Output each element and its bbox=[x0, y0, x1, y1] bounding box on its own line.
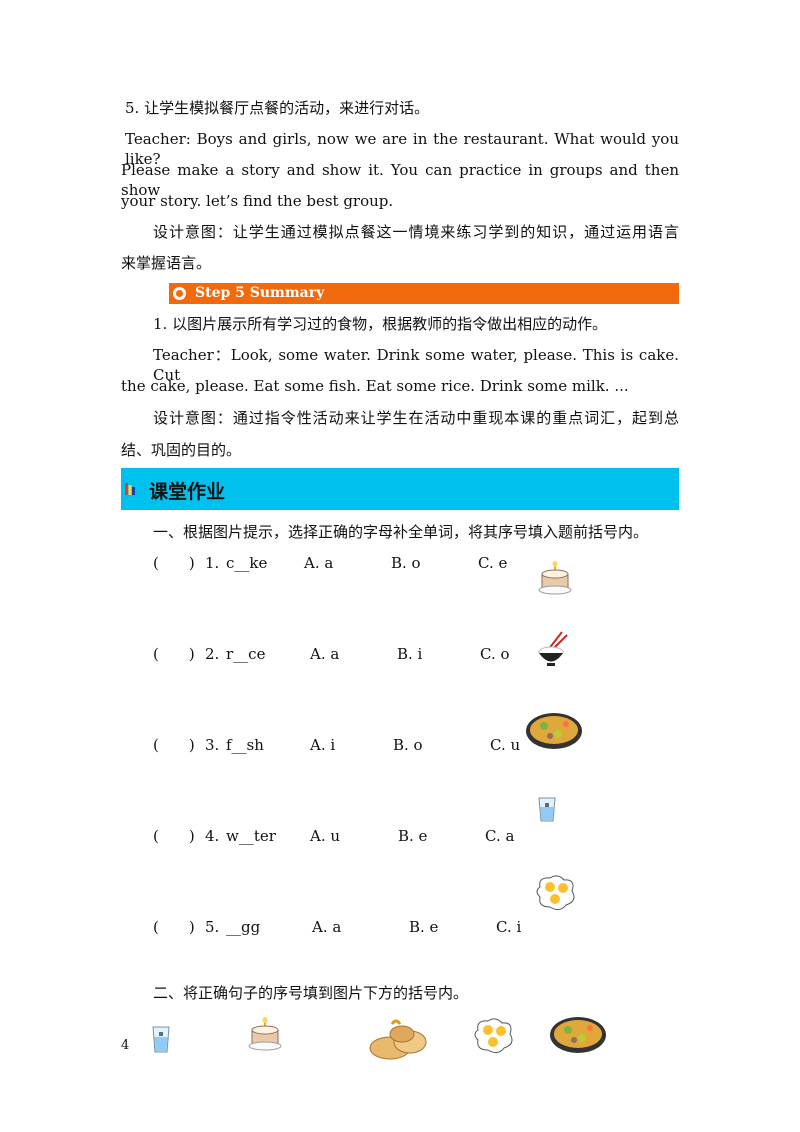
teacher-line-2: Please make a story and show it. You can… bbox=[121, 161, 679, 199]
rice-bowl-icon bbox=[538, 631, 568, 666]
fish-dish-icon bbox=[550, 1017, 606, 1053]
option-c: C. o bbox=[480, 645, 510, 663]
summary-item-1: 1. 以图片展示所有学习过的食物，根据教师的指令做出相应的动作。 bbox=[153, 315, 608, 333]
option-b: B. e bbox=[409, 918, 439, 936]
answer-bracket[interactable]: ( ) bbox=[153, 554, 195, 572]
homework-header: 课堂作业 bbox=[121, 468, 679, 510]
step5-summary-bar: Step 5 Summary bbox=[169, 283, 679, 304]
design-intent-1: 设计意图：让学生通过模拟点餐这一情境来练习学到的知识，通过运用语言 bbox=[153, 223, 679, 241]
cake-icon bbox=[538, 561, 572, 595]
question-number: 2. bbox=[205, 645, 220, 663]
answer-bracket[interactable]: ( ) bbox=[153, 645, 195, 663]
egg-icon bbox=[474, 1018, 513, 1054]
part2-instruction: 二、将正确句子的序号填到图片下方的括号内。 bbox=[153, 984, 469, 1002]
option-a: A. a bbox=[310, 645, 340, 663]
book-icon bbox=[125, 483, 135, 495]
summary-teacher-line-2: the cake, please. Eat some fish. Eat som… bbox=[121, 377, 629, 395]
option-b: B. o bbox=[391, 554, 421, 572]
design-intent-2-cont: 结、巩固的目的。 bbox=[121, 441, 242, 459]
option-c: C. a bbox=[485, 827, 515, 845]
option-c: C. i bbox=[496, 918, 522, 936]
answer-bracket[interactable]: ( ) bbox=[153, 827, 195, 845]
design-intent-1-cont: 来掌握语言。 bbox=[121, 254, 212, 272]
option-a: A. a bbox=[312, 918, 342, 936]
question-word: f__sh bbox=[226, 736, 264, 754]
option-c: C. e bbox=[478, 554, 508, 572]
fish-dish-icon bbox=[526, 713, 582, 749]
page-number: 4 bbox=[121, 1038, 130, 1053]
homework-title: 课堂作业 bbox=[149, 481, 226, 503]
step4-item-5: 5. 让学生模拟餐厅点餐的活动，来进行对话。 bbox=[125, 99, 430, 117]
question-word: w__ter bbox=[226, 827, 276, 845]
water-glass-icon bbox=[538, 797, 556, 822]
cake-icon bbox=[248, 1017, 282, 1051]
option-c: C. u bbox=[490, 736, 521, 754]
step5-summary-title: Step 5 Summary bbox=[195, 285, 325, 301]
bullet-circle-icon bbox=[173, 287, 186, 300]
question-number: 4. bbox=[205, 827, 220, 845]
answer-bracket[interactable]: ( ) bbox=[153, 736, 195, 754]
question-word: r__ce bbox=[226, 645, 266, 663]
answer-bracket[interactable]: ( ) bbox=[153, 918, 195, 936]
question-word: c__ke bbox=[226, 554, 268, 572]
option-a: A. a bbox=[304, 554, 334, 572]
option-a: A. u bbox=[310, 827, 341, 845]
water-glass-icon bbox=[152, 1026, 170, 1053]
question-number: 5. bbox=[205, 918, 220, 936]
egg-icon bbox=[536, 875, 575, 911]
option-a: A. i bbox=[310, 736, 336, 754]
design-intent-2: 设计意图：通过指令性活动来让学生在活动中重现本课的重点词汇，起到总 bbox=[153, 409, 679, 427]
teacher-line-1: Teacher: Boys and girls, now we are in t… bbox=[125, 130, 679, 168]
option-b: B. e bbox=[398, 827, 428, 845]
bread-icon bbox=[369, 1019, 427, 1060]
question-word: __gg bbox=[226, 918, 261, 936]
teacher-line-3: your story. let’s find the best group. bbox=[121, 192, 394, 210]
part1-instruction: 一、根据图片提示，选择正确的字母补全单词，将其序号填入题前括号内。 bbox=[153, 523, 649, 541]
option-b: B. i bbox=[397, 645, 423, 663]
question-number: 1. bbox=[205, 554, 220, 572]
option-b: B. o bbox=[393, 736, 423, 754]
summary-teacher-line-1: Teacher：Look, some water. Drink some wat… bbox=[153, 346, 679, 384]
question-number: 3. bbox=[205, 736, 220, 754]
